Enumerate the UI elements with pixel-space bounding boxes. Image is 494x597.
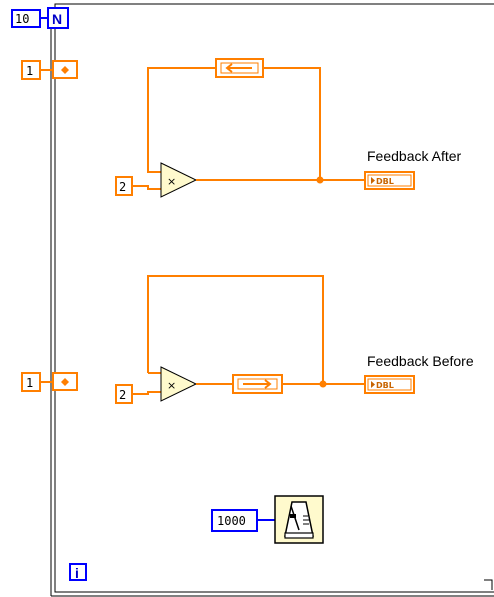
top-indicator-type: DBL bbox=[376, 177, 394, 186]
top-init-value: 1 bbox=[26, 64, 33, 78]
wait-ms-value: 1000 bbox=[217, 514, 246, 528]
bottom-init-value: 1 bbox=[26, 376, 33, 390]
resize-handle-icon[interactable] bbox=[484, 579, 493, 590]
bottom-indicator-label: Feedback Before bbox=[367, 353, 474, 369]
arrow-right-icon bbox=[243, 379, 272, 389]
iteration-terminal[interactable]: i bbox=[69, 563, 87, 581]
top-wire-junction bbox=[316, 176, 324, 184]
top-indicator-label: Feedback After bbox=[367, 148, 462, 164]
top-init-constant[interactable]: 1 bbox=[21, 60, 41, 80]
top-dbl-indicator[interactable]: DBL bbox=[364, 171, 415, 190]
loop-count-constant[interactable]: 10 bbox=[11, 9, 41, 28]
top-multiplier-constant[interactable]: 2 bbox=[115, 176, 133, 196]
top-feedback-node[interactable] bbox=[215, 58, 264, 78]
multiply-icon: × bbox=[167, 379, 176, 392]
top-initializer-terminal[interactable] bbox=[52, 60, 78, 79]
top-multiplier-wire[interactable] bbox=[132, 185, 162, 190]
bottom-feedback-loop-wire[interactable] bbox=[147, 275, 324, 384]
bottom-initializer-terminal[interactable] bbox=[52, 372, 78, 391]
bottom-indicator-type: DBL bbox=[376, 381, 394, 390]
for-loop[interactable] bbox=[50, 3, 494, 597]
top-feedback-wire-right[interactable] bbox=[263, 67, 321, 180]
bottom-feedback-node[interactable] bbox=[232, 374, 283, 394]
top-multiplier-value: 2 bbox=[119, 180, 126, 194]
metronome-icon bbox=[284, 501, 314, 539]
bottom-multiplier-constant[interactable]: 2 bbox=[115, 384, 133, 404]
bottom-wire-junction bbox=[319, 380, 327, 388]
bottom-multiplier-wire[interactable] bbox=[132, 391, 162, 395]
arrow-left-icon bbox=[225, 63, 252, 73]
bottom-multiply-node[interactable]: × bbox=[160, 366, 198, 402]
bottom-dbl-indicator[interactable]: DBL bbox=[364, 375, 415, 394]
wait-function[interactable] bbox=[274, 495, 324, 544]
multiply-icon: × bbox=[167, 175, 176, 188]
loop-count-value: 10 bbox=[15, 12, 29, 26]
diamond-icon bbox=[61, 66, 69, 74]
indicator-arrow-icon bbox=[371, 177, 375, 184]
top-feedback-wire-left[interactable] bbox=[147, 67, 216, 173]
wait-ms-constant[interactable]: 1000 bbox=[211, 509, 258, 532]
bottom-init-constant[interactable]: 1 bbox=[21, 372, 41, 392]
count-terminal-label: N bbox=[52, 11, 62, 27]
count-terminal[interactable]: N bbox=[47, 7, 69, 29]
indicator-arrow-icon bbox=[371, 381, 375, 388]
bottom-multiplier-value: 2 bbox=[119, 388, 126, 402]
top-multiply-node[interactable]: × bbox=[160, 162, 198, 198]
diamond-icon bbox=[61, 378, 69, 386]
iteration-terminal-label: i bbox=[75, 565, 79, 581]
